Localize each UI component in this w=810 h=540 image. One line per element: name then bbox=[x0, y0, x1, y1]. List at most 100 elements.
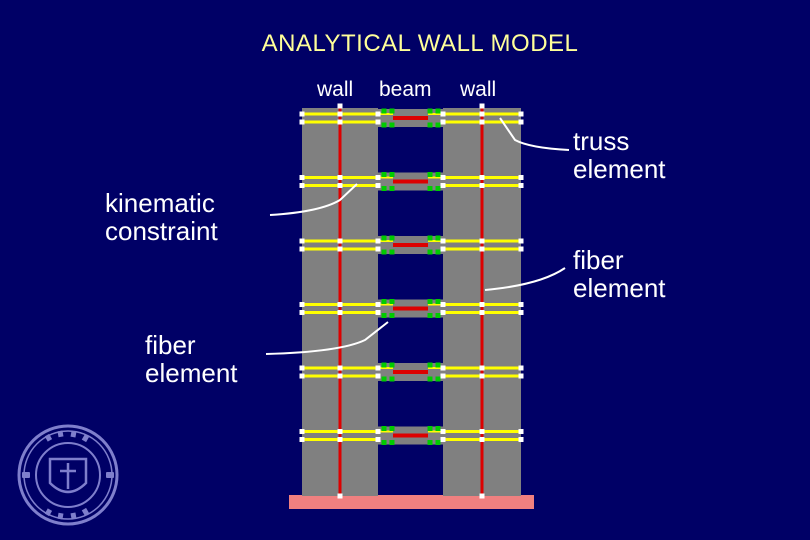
node-5-5-bot bbox=[518, 373, 524, 379]
constraint-node-4-2-bot bbox=[427, 313, 433, 318]
constraint-node-6-2-top bbox=[427, 426, 433, 431]
node-6-0-top bbox=[299, 429, 305, 434]
node-4-4-bot bbox=[479, 310, 485, 315]
node-1-4-bot bbox=[479, 119, 485, 125]
node-6-1-top bbox=[337, 429, 343, 434]
constraint-node-6-1-top bbox=[389, 426, 395, 431]
node-5-2-top bbox=[375, 365, 381, 371]
node-1-0-top bbox=[299, 111, 305, 117]
constraint-node-5-3-top bbox=[435, 362, 441, 368]
constraint-node-3-1-bot bbox=[389, 249, 395, 255]
node-4-5-top bbox=[518, 302, 524, 307]
node-4-2-top bbox=[375, 302, 381, 307]
node-3-2-top bbox=[375, 238, 381, 244]
node-1-4-top bbox=[479, 111, 485, 117]
node-3-3-top bbox=[440, 238, 446, 244]
constraint-node-4-0-bot bbox=[381, 313, 387, 318]
node-2-3-top bbox=[440, 175, 446, 180]
constraint-node-5-0-bot bbox=[381, 376, 387, 382]
callout-kinematic-line1: kinematic bbox=[105, 188, 215, 218]
node-2-4-top bbox=[479, 175, 485, 180]
node-4-3-bot bbox=[440, 310, 446, 315]
node-3-3-bot bbox=[440, 246, 446, 252]
node-3-5-bot bbox=[518, 246, 524, 252]
node-3-1-top bbox=[337, 238, 343, 244]
node-4-4-top bbox=[479, 302, 485, 307]
constraint-node-3-2-bot bbox=[427, 249, 433, 255]
constraint-node-3-0-top bbox=[381, 235, 387, 241]
constraint-node-1-1-top bbox=[389, 108, 395, 114]
node-6-3-top bbox=[440, 429, 446, 434]
node-3-4-bot bbox=[479, 246, 485, 252]
constraint-node-2-3-bot bbox=[435, 186, 441, 191]
node-4-2-bot bbox=[375, 310, 381, 315]
constraint-node-6-2-bot bbox=[427, 440, 433, 445]
constraint-node-2-0-bot bbox=[381, 186, 387, 191]
constraint-node-4-1-top bbox=[389, 299, 395, 304]
node-1-2-bot bbox=[375, 119, 381, 125]
node-3-0-top bbox=[299, 238, 305, 244]
callout-truss-line2: element bbox=[573, 154, 666, 184]
constraint-node-5-2-top bbox=[427, 362, 433, 368]
constraint-node-1-2-bot bbox=[427, 122, 433, 128]
callout-fiber-element-left: fiber element bbox=[145, 331, 238, 387]
leader-fiber-element-right bbox=[484, 267, 566, 291]
node-2-2-top bbox=[375, 175, 381, 180]
node-5-1-bot bbox=[337, 373, 343, 379]
constraint-node-3-2-top bbox=[427, 235, 433, 241]
node-2-3-bot bbox=[440, 183, 446, 188]
node-5-1-top bbox=[337, 365, 343, 371]
node-6-2-top bbox=[375, 429, 381, 434]
node-6-5-top bbox=[518, 429, 524, 434]
node-4-3-top bbox=[440, 302, 446, 307]
node-1-2-top bbox=[375, 111, 381, 117]
constraint-node-2-3-top bbox=[435, 172, 441, 177]
constraint-node-4-2-top bbox=[427, 299, 433, 304]
constraint-node-4-0-top bbox=[381, 299, 387, 304]
node-3-4-top bbox=[479, 238, 485, 244]
constraint-node-6-3-bot bbox=[435, 440, 441, 445]
node-5-3-top bbox=[440, 365, 446, 371]
constraint-node-1-2-top bbox=[427, 108, 433, 114]
node-3-2-bot bbox=[375, 246, 381, 252]
node-5-4-bot bbox=[479, 373, 485, 379]
node-6-4-top bbox=[479, 429, 485, 434]
callout-fiber-element-right: fiber element bbox=[573, 246, 666, 302]
callout-fiber-left-line2: element bbox=[145, 358, 238, 388]
node-1-3-bot bbox=[440, 119, 446, 125]
node-4-1-bot bbox=[337, 310, 343, 315]
foundation bbox=[289, 495, 534, 509]
constraint-node-2-1-bot bbox=[389, 186, 395, 191]
leader-kinematic-constraint bbox=[269, 183, 358, 216]
constraint-node-4-1-bot bbox=[389, 313, 395, 318]
constraint-node-1-3-top bbox=[435, 108, 441, 114]
constraint-node-5-0-top bbox=[381, 362, 387, 368]
node-right-base bbox=[479, 493, 485, 499]
node-2-1-bot bbox=[337, 183, 343, 188]
constraint-node-4-3-top bbox=[435, 299, 441, 304]
node-6-5-bot bbox=[518, 437, 524, 442]
node-left-base bbox=[337, 493, 343, 499]
node-1-5-top bbox=[518, 111, 524, 117]
node-5-0-top bbox=[299, 365, 305, 371]
node-1-0-bot bbox=[299, 119, 305, 125]
node-6-3-bot bbox=[440, 437, 446, 442]
constraint-node-5-1-top bbox=[389, 362, 395, 368]
node-left-top bbox=[337, 103, 343, 109]
constraint-node-5-3-bot bbox=[435, 376, 441, 382]
label-beam: beam bbox=[379, 78, 432, 101]
slide-title: ANALYTICAL WALL MODEL bbox=[261, 30, 579, 57]
node-5-5-top bbox=[518, 365, 524, 371]
node-6-0-bot bbox=[299, 437, 305, 442]
constraint-node-2-2-bot bbox=[427, 186, 433, 191]
node-3-5-top bbox=[518, 238, 524, 244]
label-right-wall: wall bbox=[460, 78, 497, 101]
node-2-1-top bbox=[337, 175, 343, 180]
node-6-2-bot bbox=[375, 437, 381, 442]
node-2-0-top bbox=[299, 175, 305, 180]
constraint-node-1-0-top bbox=[381, 108, 387, 114]
constraint-node-1-0-bot bbox=[381, 122, 387, 128]
university-seal-icon bbox=[17, 424, 119, 526]
node-2-5-bot bbox=[518, 183, 524, 188]
